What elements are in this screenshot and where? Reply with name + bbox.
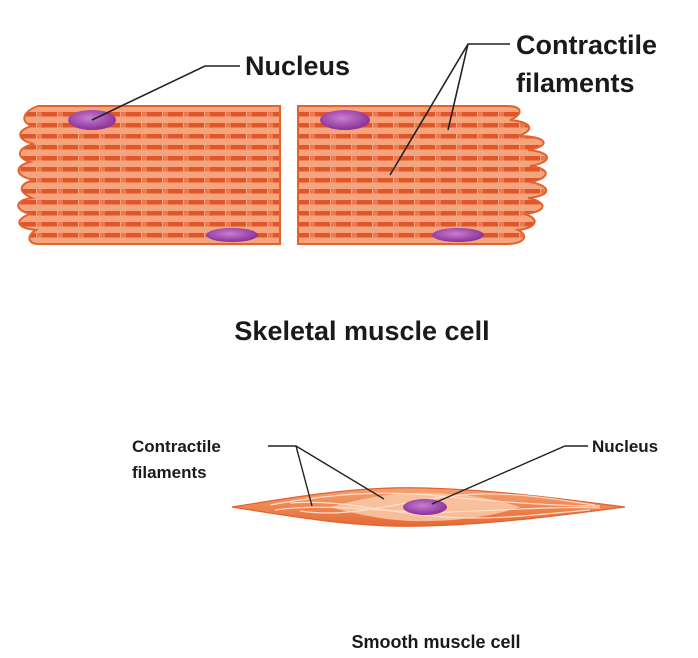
smooth-nucleus-label: Nucleus — [592, 437, 658, 456]
skeletal-filaments-label-line2: filaments — [516, 68, 635, 98]
skeletal-filaments-label-line1: Contractile — [516, 30, 657, 60]
skeletal-nucleus-leader — [91, 65, 240, 121]
smooth-nucleus-leader — [431, 445, 588, 505]
skeletal-fiber-left — [17, 105, 281, 245]
skeletal-nucleus-2 — [320, 110, 370, 130]
smooth-filaments — [269, 492, 601, 519]
skeletal-fiber-right — [297, 105, 548, 245]
skeletal-nucleus-label: Nucleus — [245, 51, 350, 81]
smooth-title: Smooth muscle cell — [351, 632, 520, 652]
smooth-filaments-label-line1: Contractile — [132, 437, 221, 456]
skeletal-title: Skeletal muscle cell — [234, 316, 489, 346]
smooth-nucleus — [403, 499, 447, 515]
skeletal-nucleus-4 — [432, 228, 484, 242]
smooth-filaments-label-line2: filaments — [132, 463, 207, 482]
skeletal-fiber-gap — [281, 100, 297, 250]
smooth-filament-leader-2 — [295, 445, 385, 500]
skeletal-muscle-cell: Nucleus Contractile filaments Skeletal m… — [17, 30, 657, 346]
skeletal-filament-leader-2 — [447, 43, 469, 131]
skeletal-nucleus-3 — [206, 228, 258, 242]
smooth-muscle-cell: Contractile filaments Nucleus Smooth mus… — [132, 437, 658, 652]
